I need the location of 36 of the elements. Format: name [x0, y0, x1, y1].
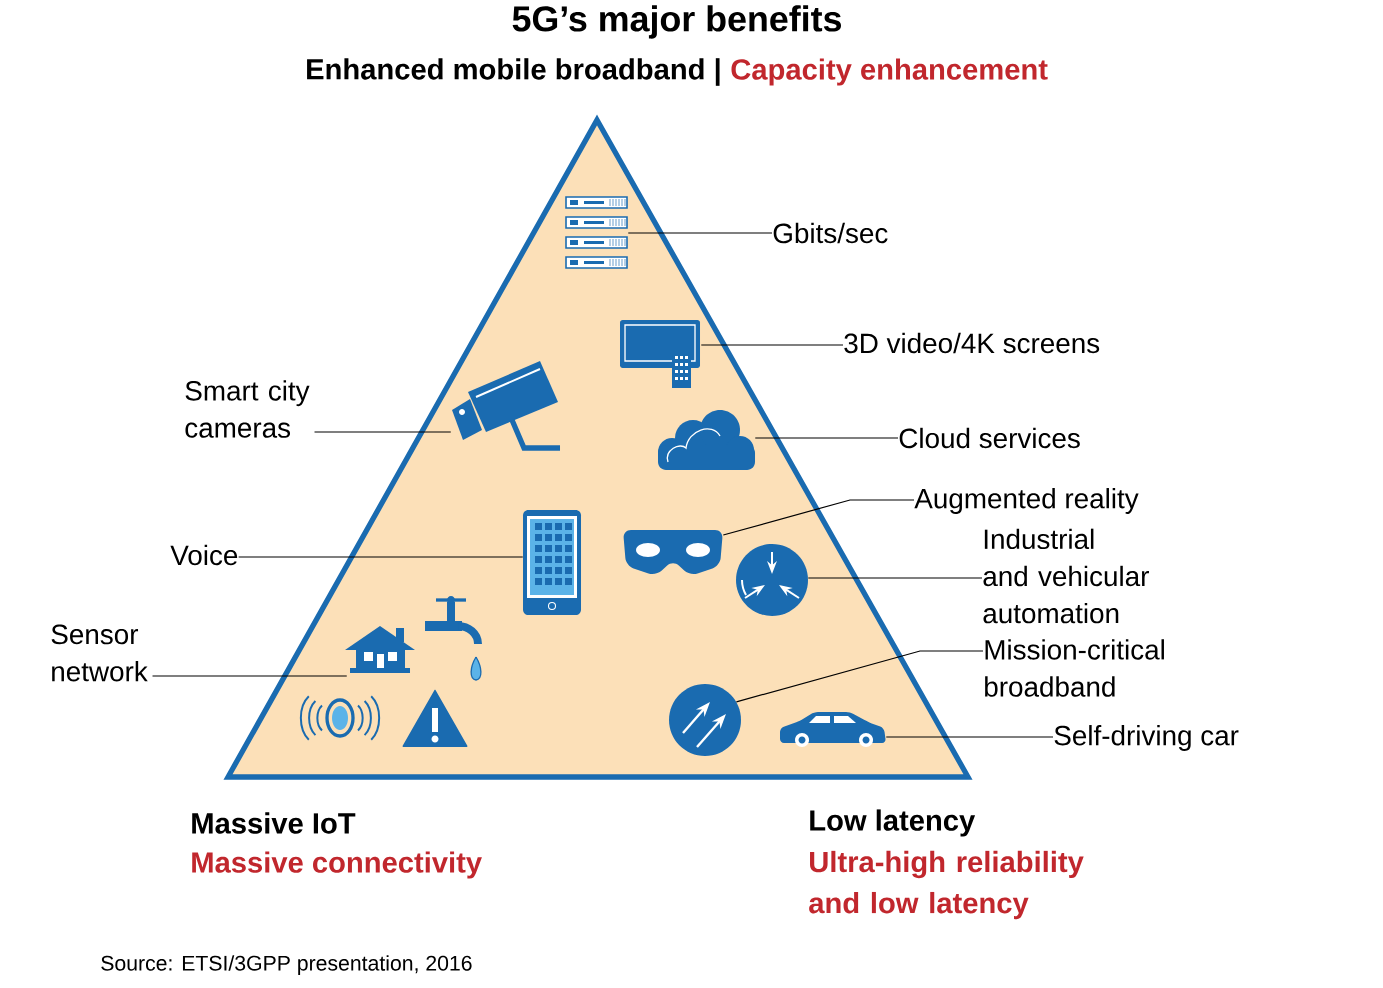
caption: Source: ETSI/3GPP presentation, 2016 — [101, 955, 472, 975]
arrows-circle-icon — [736, 544, 808, 616]
house-icon — [345, 626, 415, 673]
title: 5G’s major benefits — [512, 5, 841, 39]
monitor-icon — [620, 320, 700, 388]
heading: Massive connectivity — [192, 851, 482, 879]
heading: Ultra-high reliability and low latency — [809, 850, 1084, 920]
leader-line — [807, 577, 983, 579]
leader-line — [151, 675, 348, 677]
callout-label: 3D video/4K screens — [844, 332, 1100, 354]
callout-label: Smart city cameras — [185, 380, 310, 438]
car-icon — [780, 712, 886, 747]
leader-line — [735, 650, 984, 703]
heading: Massive IoT — [192, 812, 356, 834]
callout-label: Self-driving car — [1054, 725, 1239, 751]
cloud-icon — [658, 410, 755, 470]
mask-icon — [623, 530, 723, 575]
callout-label: Mission-critical broadband — [985, 639, 1164, 697]
arrows-circle-icon — [669, 684, 741, 756]
leader-line — [627, 232, 773, 234]
leader-line — [722, 499, 915, 536]
leader-line — [885, 736, 1054, 738]
callout-label: Augmented reality — [914, 488, 1139, 514]
callout-label: Sensor network — [51, 624, 148, 682]
leader-line — [238, 556, 524, 558]
leader-line — [700, 344, 844, 346]
security-camera-icon — [452, 361, 560, 451]
subtitle: Enhanced mobile broadband | — [307, 58, 720, 86]
callout-label: Industrial and vehicular automation — [983, 528, 1149, 624]
callout-label: Gbits/sec — [773, 222, 888, 244]
heading: Low latency — [810, 809, 976, 837]
server-rack-icon — [565, 196, 628, 269]
callout-label: Voice — [170, 544, 238, 566]
callout-label: Cloud services — [899, 427, 1080, 449]
smartphone-icon — [523, 510, 581, 615]
subtitle: Capacity enhancement — [731, 58, 1048, 86]
